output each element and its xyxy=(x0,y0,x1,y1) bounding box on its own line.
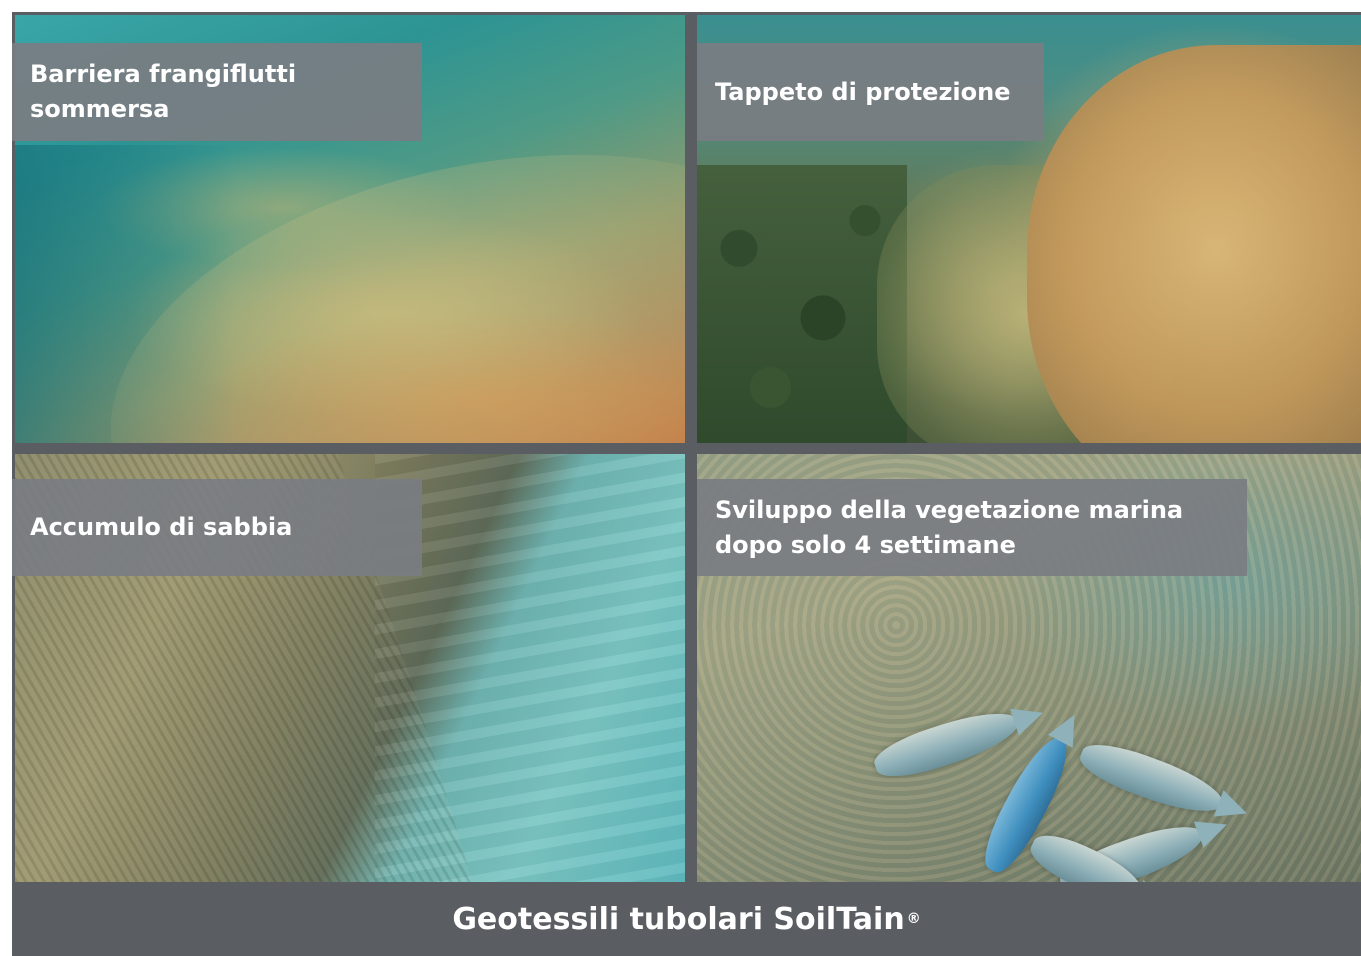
photo-collage: Barriera frangiflutti sommersa Tappeto d… xyxy=(12,12,1361,956)
panel-label-sand: Accumulo di sabbia xyxy=(12,479,422,576)
panel-label-vegetation: Sviluppo della vegetazione marina dopo s… xyxy=(697,479,1247,576)
footer-title: Geotessili tubolari SoilTain xyxy=(452,901,905,937)
panel-label-protection-mat: Tappeto di protezione xyxy=(697,43,1044,141)
panel-label-breakwater: Barriera frangiflutti sommersa xyxy=(12,43,422,141)
seabed-algae xyxy=(697,165,907,443)
sand-ripples xyxy=(375,454,685,882)
footer-banner: Geotessili tubolari SoilTain® xyxy=(12,882,1361,956)
large-geotextile-tube xyxy=(1027,45,1361,443)
